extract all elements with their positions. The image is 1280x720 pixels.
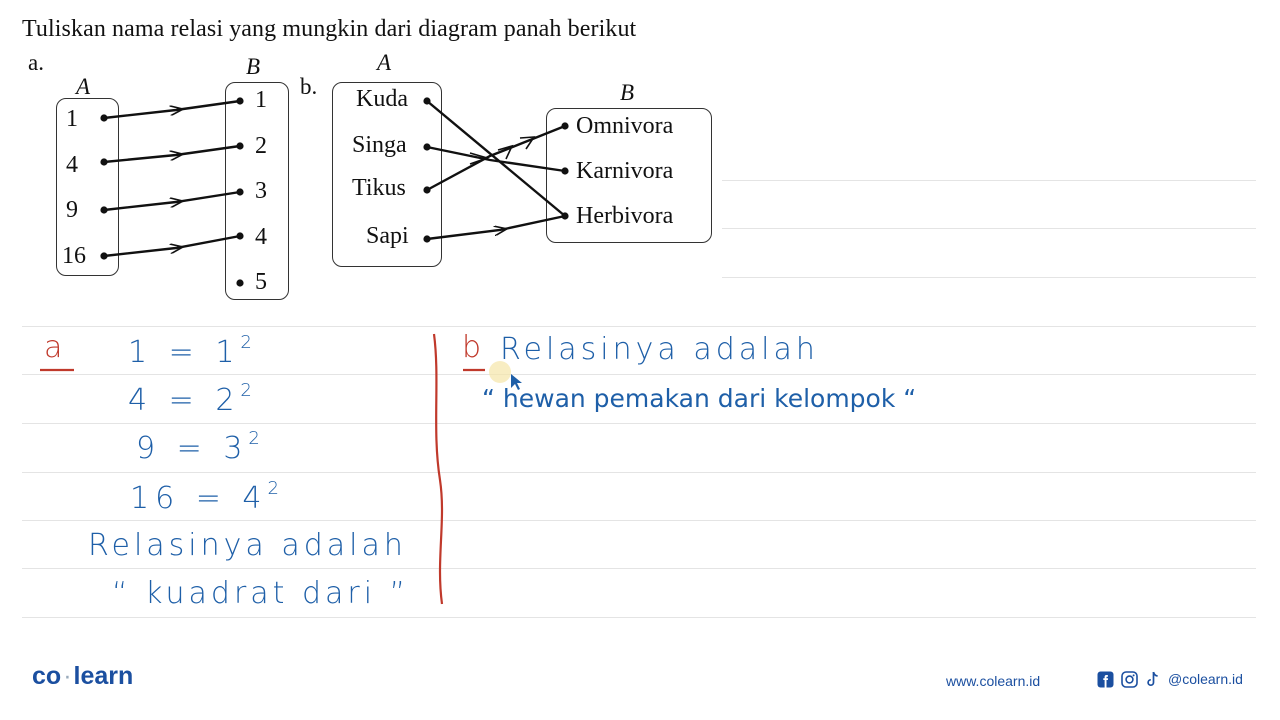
set-a-element: Tikus: [352, 175, 406, 201]
notebook-rule: [722, 228, 1256, 229]
red-divider: [432, 333, 444, 605]
set-b-element: Omnivora: [576, 113, 674, 139]
set-b-name: B: [620, 80, 635, 105]
set-b-element: 2: [255, 133, 267, 159]
set-b-element: Herbivora: [576, 203, 674, 229]
b-relation-intro: Relasinya adalah: [500, 332, 819, 367]
arrow-9-to-3: [103, 190, 241, 212]
tiktok-icon[interactable]: [1144, 670, 1162, 688]
cursor-highlight: [489, 361, 511, 383]
facebook-icon[interactable]: [1096, 670, 1114, 688]
equation-line: 9 = 32: [136, 428, 260, 466]
question-text: Tuliskan nama relasi yang mungkin dari d…: [22, 16, 637, 42]
notebook-rule: [22, 617, 1256, 618]
equation-line: 16 = 42: [130, 478, 279, 516]
set-a-name: A: [377, 50, 392, 75]
notebook-rule: [22, 423, 1256, 424]
notebook-rule: [22, 472, 1256, 473]
part-b-label: b.: [300, 74, 318, 99]
a-marker: a: [44, 330, 69, 365]
notebook-rule: [722, 277, 1256, 278]
notebook-rule: [22, 374, 1256, 375]
social-handle[interactable]: @colearn.id: [1168, 671, 1243, 687]
set-a-name: A: [76, 74, 91, 99]
notebook-rule: [22, 326, 1256, 327]
set-b-element: 5: [255, 269, 267, 295]
set-b-element: 3: [255, 178, 267, 204]
equation-line: 1 = 12: [128, 332, 252, 370]
set-a-box: [332, 82, 442, 267]
arrow-singa-to-karnivora: [426, 145, 566, 173]
equation-line: 4 = 22: [128, 380, 252, 418]
a-relation-intro: Relasinya adalah: [88, 528, 407, 563]
website-link[interactable]: www.colearn.id: [946, 673, 1041, 689]
arrow-1-to-1: [103, 99, 241, 120]
set-b-box: [546, 108, 712, 243]
arrow-sapi-to-herbivora: [426, 214, 566, 241]
social-links: @colearn.id: [1096, 670, 1243, 688]
set-a-element: Singa: [352, 132, 407, 158]
b-relation-name: “ hewan pemakan dari kelompok “: [482, 384, 917, 413]
arrow-16-to-4: [103, 234, 241, 258]
notebook-rule: [722, 180, 1256, 181]
b-marker: b: [462, 330, 488, 365]
set-a-element: 4: [66, 152, 78, 178]
part-a-label: a.: [28, 50, 44, 75]
mouse-cursor-icon: [511, 374, 522, 390]
colearn-logo: co·learn: [32, 662, 134, 690]
set-b-name: B: [246, 54, 261, 79]
notebook-rule: [22, 520, 1256, 521]
set-a-element: Sapi: [366, 223, 409, 249]
arrow-kuda-to-herbivora: [426, 100, 566, 217]
notebook-rule: [22, 568, 1256, 569]
set-a-element: Kuda: [356, 86, 408, 112]
arrow-4-to-2: [103, 144, 241, 164]
set-b-element: Karnivora: [576, 158, 674, 184]
set-a-element: 9: [66, 197, 78, 223]
set-a-element: 16: [62, 243, 86, 269]
arrow-tikus-to-omnivora: [426, 124, 566, 192]
set-a-element: 1: [66, 106, 78, 132]
set-b-element: 1: [255, 87, 267, 113]
set-a-box: [56, 98, 119, 276]
a-relation-name: “ kuadrat dari ”: [112, 576, 410, 611]
instagram-icon[interactable]: [1120, 670, 1138, 688]
set-b-box: [225, 82, 289, 300]
set-b-element: 4: [255, 224, 267, 250]
